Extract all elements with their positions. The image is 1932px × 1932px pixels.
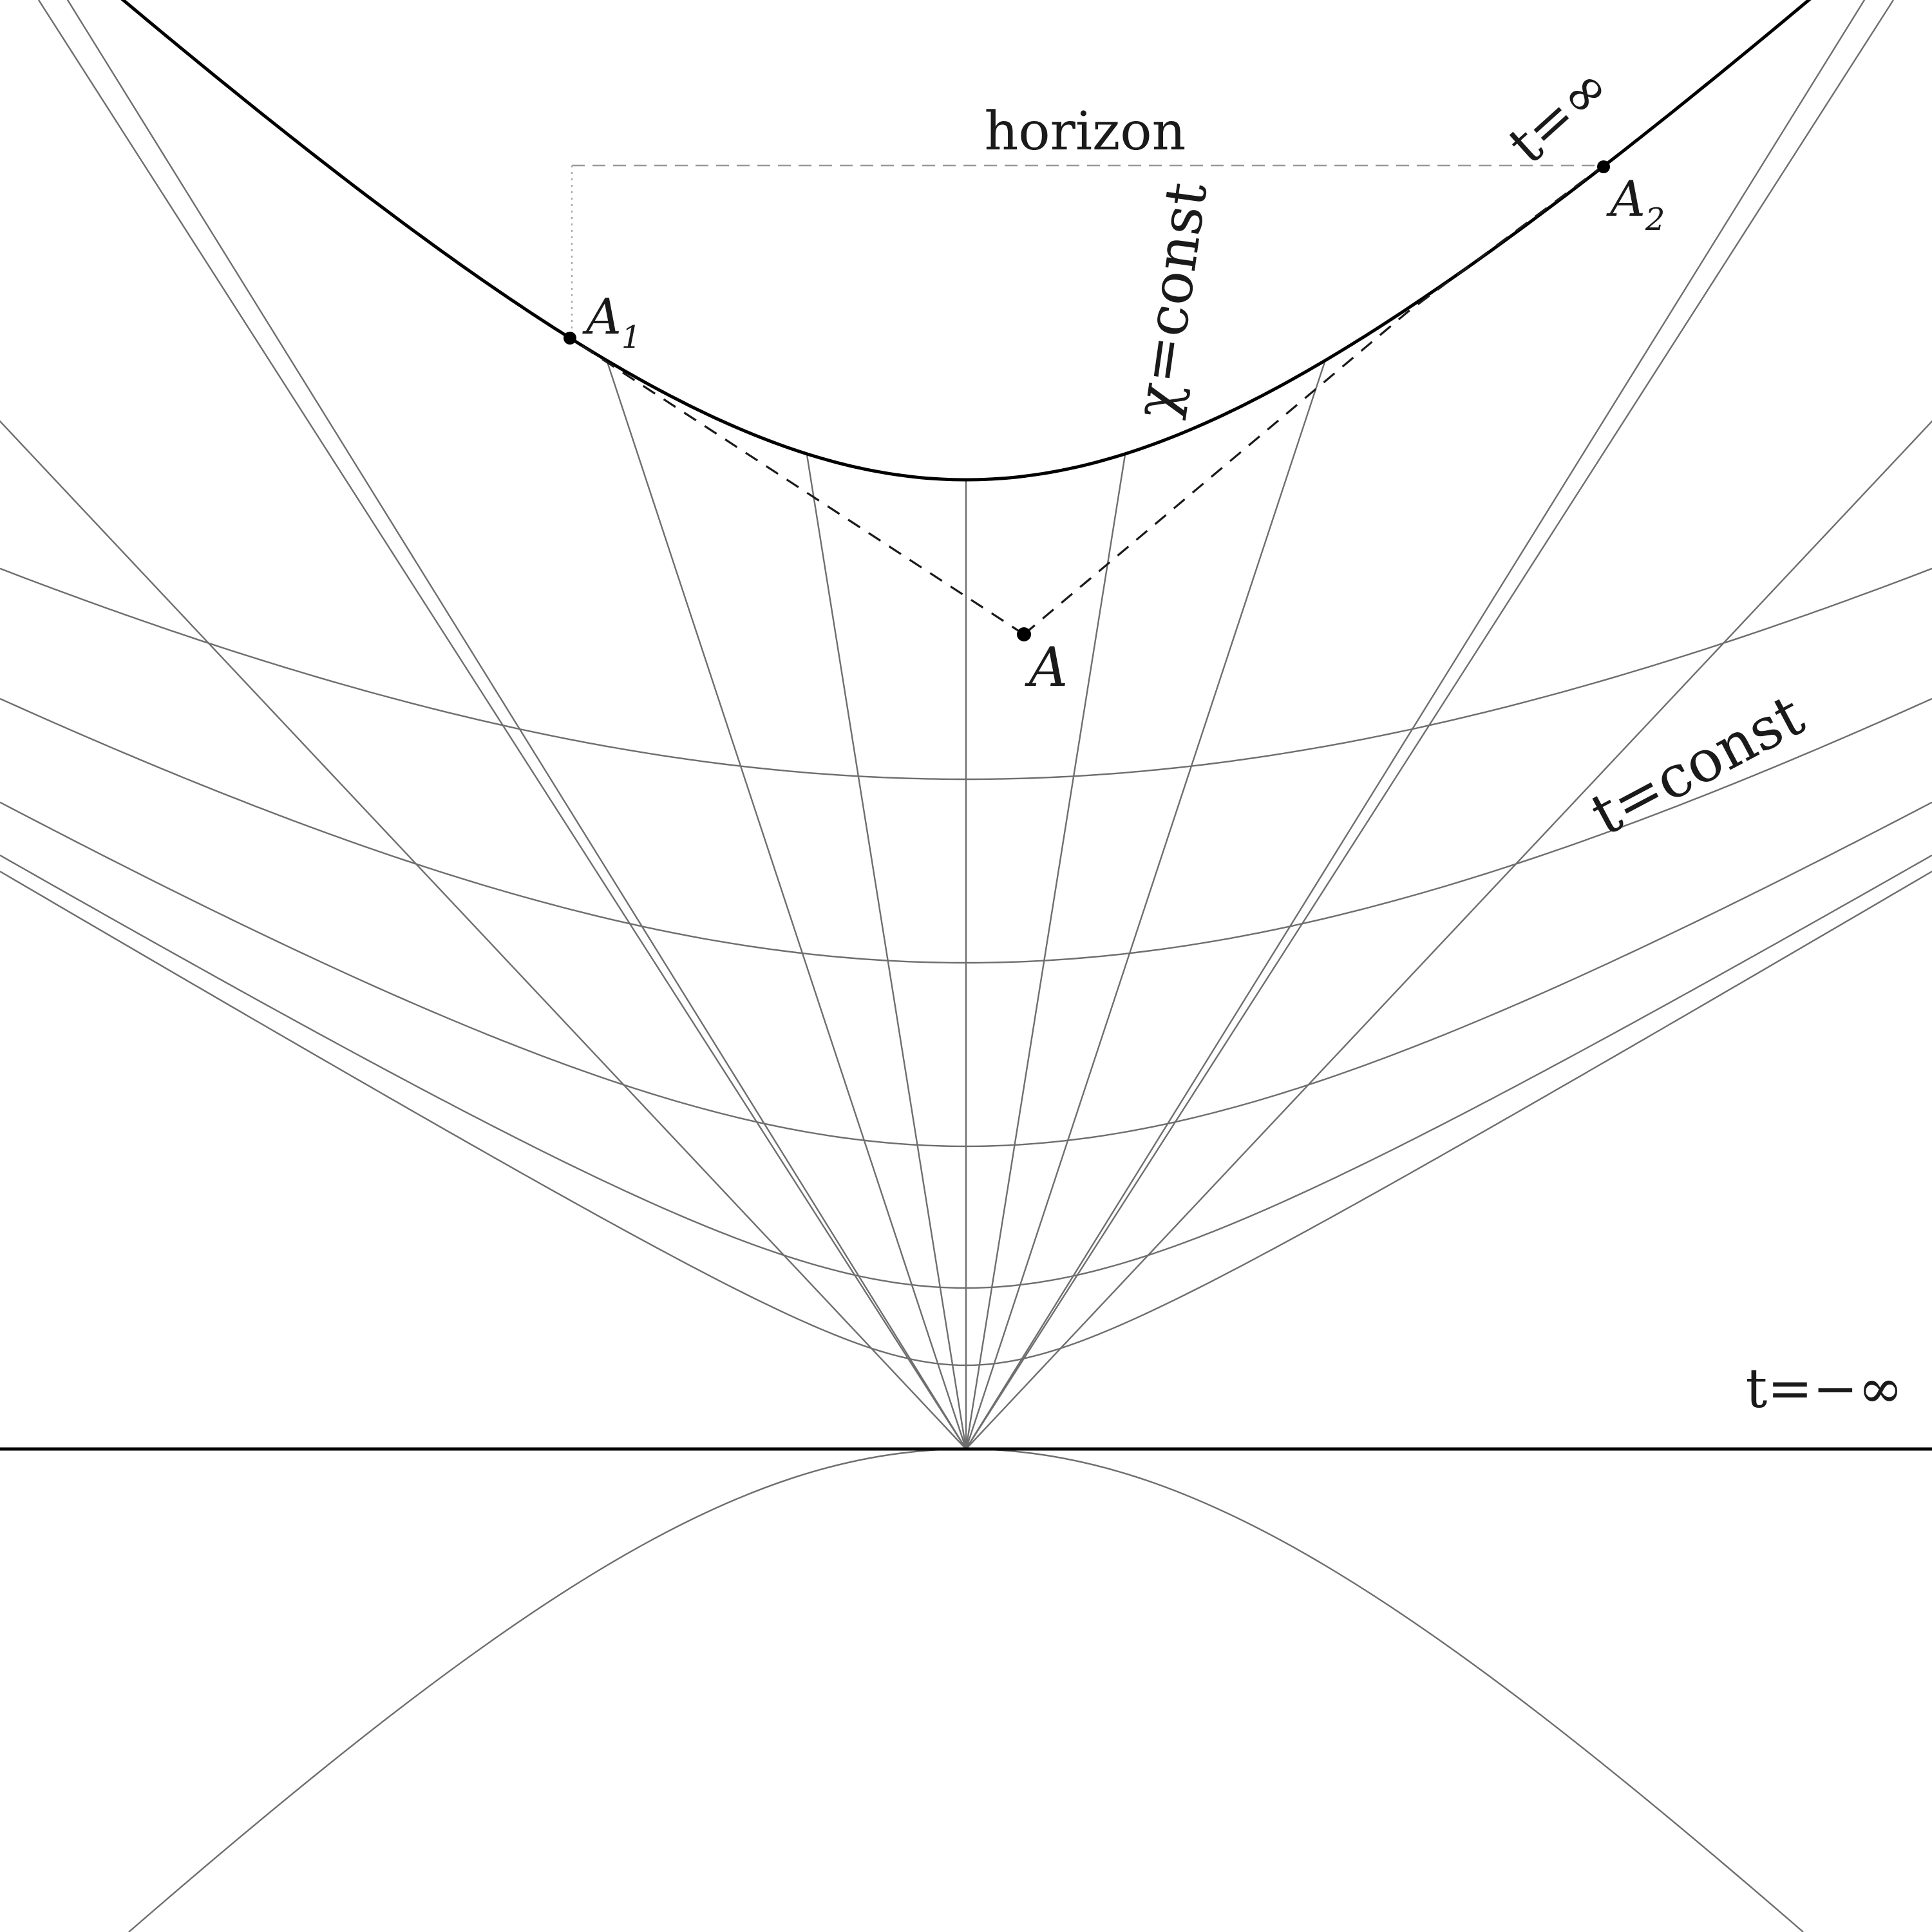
t-const-curve	[0, 801, 1932, 1148]
point-a2-letter: A	[1606, 170, 1645, 227]
t-infinity-boundary-curve	[120, 0, 1812, 482]
point-a1-subscript: 1	[621, 319, 641, 355]
chi-const-line	[66, 0, 967, 1450]
chi-const-lines	[0, 0, 1932, 1450]
t-const-curve	[0, 567, 1932, 781]
chi-const-line	[606, 360, 967, 1450]
t-const-curves	[0, 567, 1932, 1367]
chi-const-line	[965, 453, 1126, 1450]
light-cone-left	[569, 337, 1025, 636]
point-a2-subscript: 2	[1645, 202, 1665, 238]
chi-const-line	[965, 420, 1932, 1450]
horizon-label: horizon	[985, 101, 1186, 162]
chi-const-line	[965, 360, 1326, 1450]
point-a1-label: A1	[582, 288, 641, 355]
chi-const-label: χ=const	[1121, 178, 1220, 421]
point-a-label: A	[1025, 636, 1068, 699]
t-infinity-label: t=∞	[1496, 54, 1622, 176]
t-const-curve	[0, 697, 1932, 964]
t-const-curve	[0, 854, 1932, 1289]
chi-const-line	[0, 420, 967, 1450]
chi-const-line	[965, 0, 1866, 1450]
light-cone-right	[1023, 164, 1604, 636]
t-const-curve	[0, 871, 1932, 1367]
point-a-marker	[1017, 627, 1031, 641]
chi-const-line	[806, 453, 967, 1450]
point-a1-marker	[564, 332, 576, 345]
point-a2-label: A2	[1606, 170, 1665, 238]
t-minus-infinity-label: t=−∞	[1746, 1357, 1904, 1420]
point-a1-letter: A	[582, 288, 621, 345]
lower-curve	[128, 1448, 1804, 1932]
point-a2-marker	[1597, 160, 1610, 173]
